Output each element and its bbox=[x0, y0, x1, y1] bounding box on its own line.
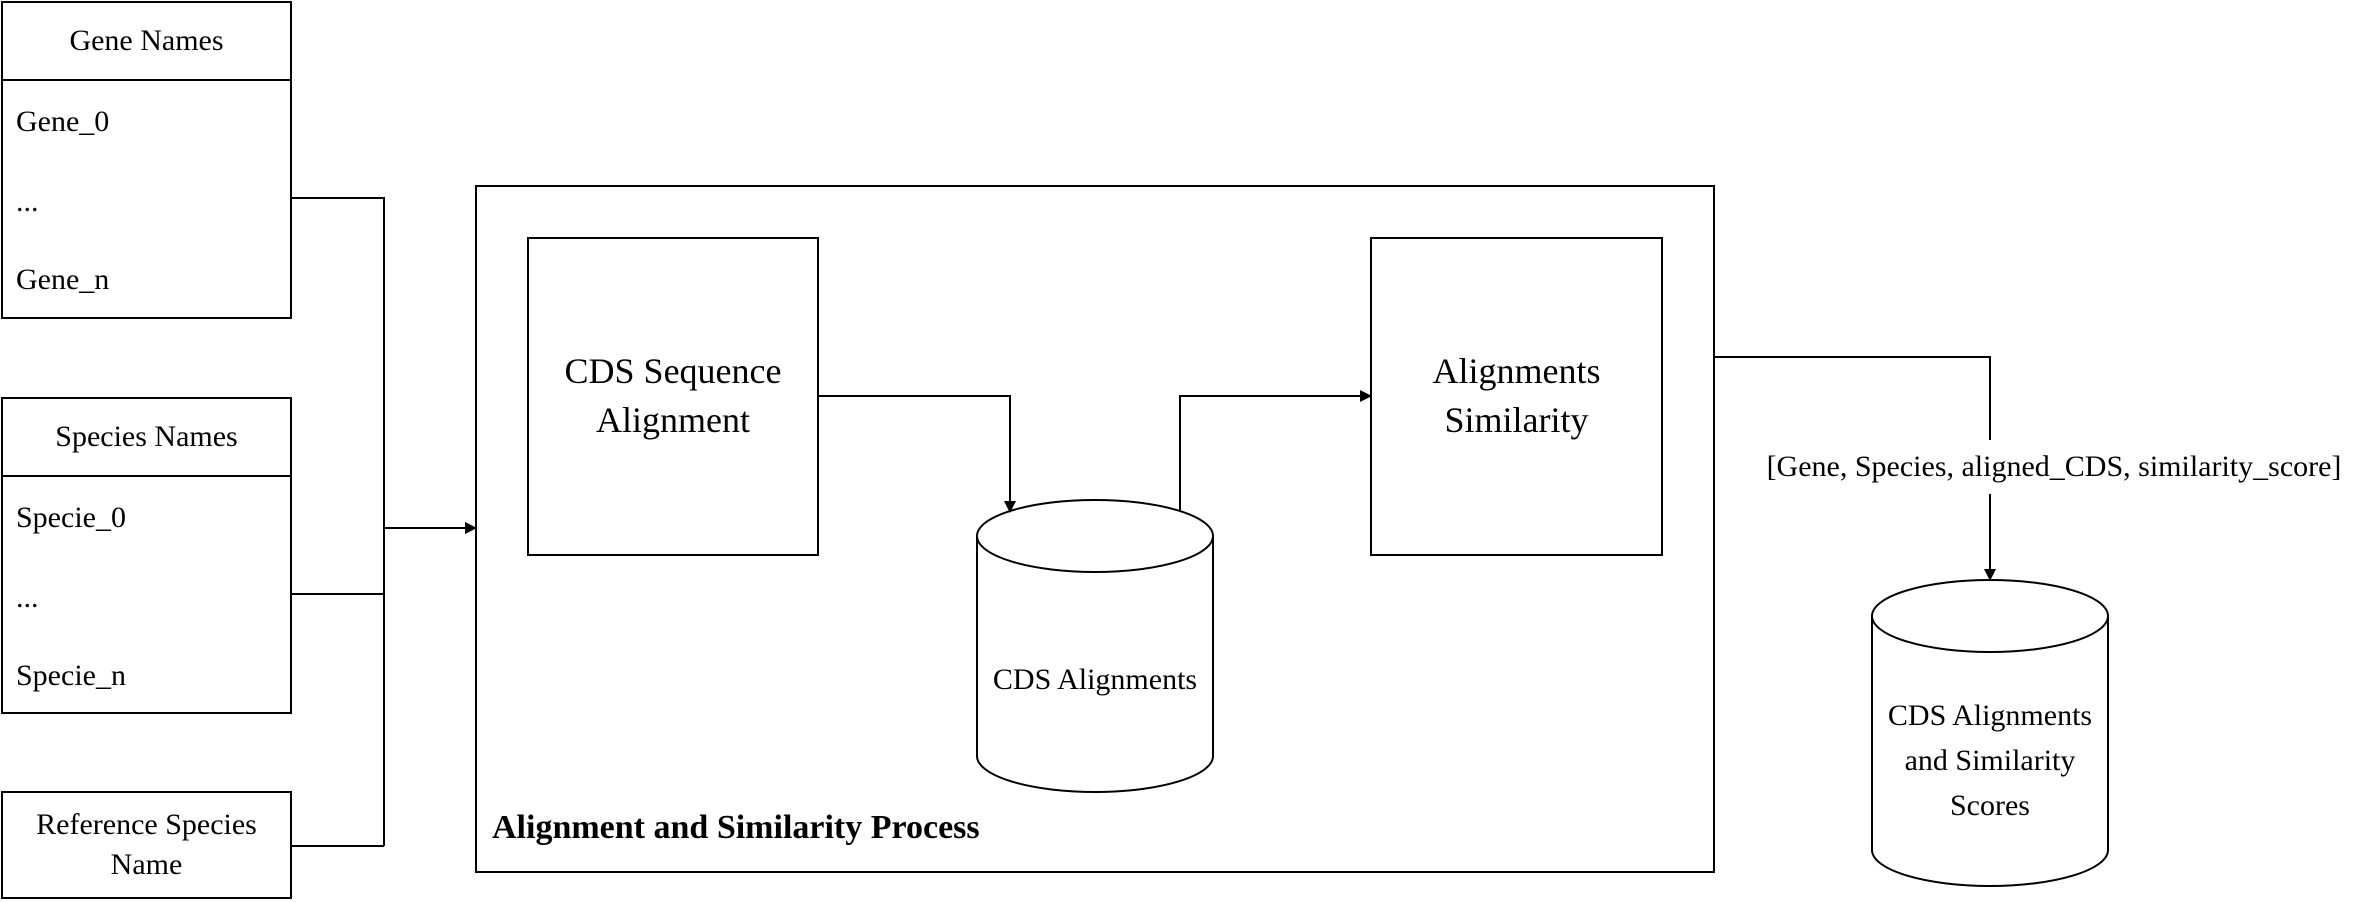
alignment-to-store-arrow bbox=[818, 395, 1016, 513]
store-to-similarity-arrow bbox=[1179, 390, 1372, 512]
species-names-box bbox=[1, 397, 292, 714]
output-schema-label: [Gene, Species, aligned_CDS, similarity_… bbox=[1766, 449, 2342, 483]
output-store-label: CDS Alignments and Similarity Scores bbox=[1887, 698, 2093, 822]
gene-names-box bbox=[1, 1, 292, 319]
species-names-header: Species Names bbox=[55, 419, 238, 453]
gene-connector bbox=[291, 197, 385, 846]
process-container-box bbox=[475, 185, 1715, 873]
cds-alignment-label: CDS Sequence Alignment bbox=[564, 351, 782, 440]
output-cylinder bbox=[1871, 579, 2109, 887]
species-item: Specie_n bbox=[16, 659, 126, 692]
similarity-label: Alignments Similarity bbox=[1432, 351, 1601, 440]
gene-item: ... bbox=[16, 185, 39, 218]
gene-item: Gene_0 bbox=[16, 105, 110, 138]
gene-names-header: Gene Names bbox=[69, 23, 224, 57]
gene-item: Gene_n bbox=[16, 263, 110, 296]
reference-species-label: Reference Species Name bbox=[36, 807, 257, 882]
output-arrow bbox=[1714, 356, 1996, 581]
cds-alignments-cylinder bbox=[976, 499, 1214, 793]
species-item: ... bbox=[16, 581, 39, 614]
process-container-title: Alignment and Similarity Process bbox=[492, 809, 980, 846]
cds-alignments-label: CDS Alignments bbox=[992, 662, 1198, 696]
species-item: Specie_0 bbox=[16, 501, 126, 534]
